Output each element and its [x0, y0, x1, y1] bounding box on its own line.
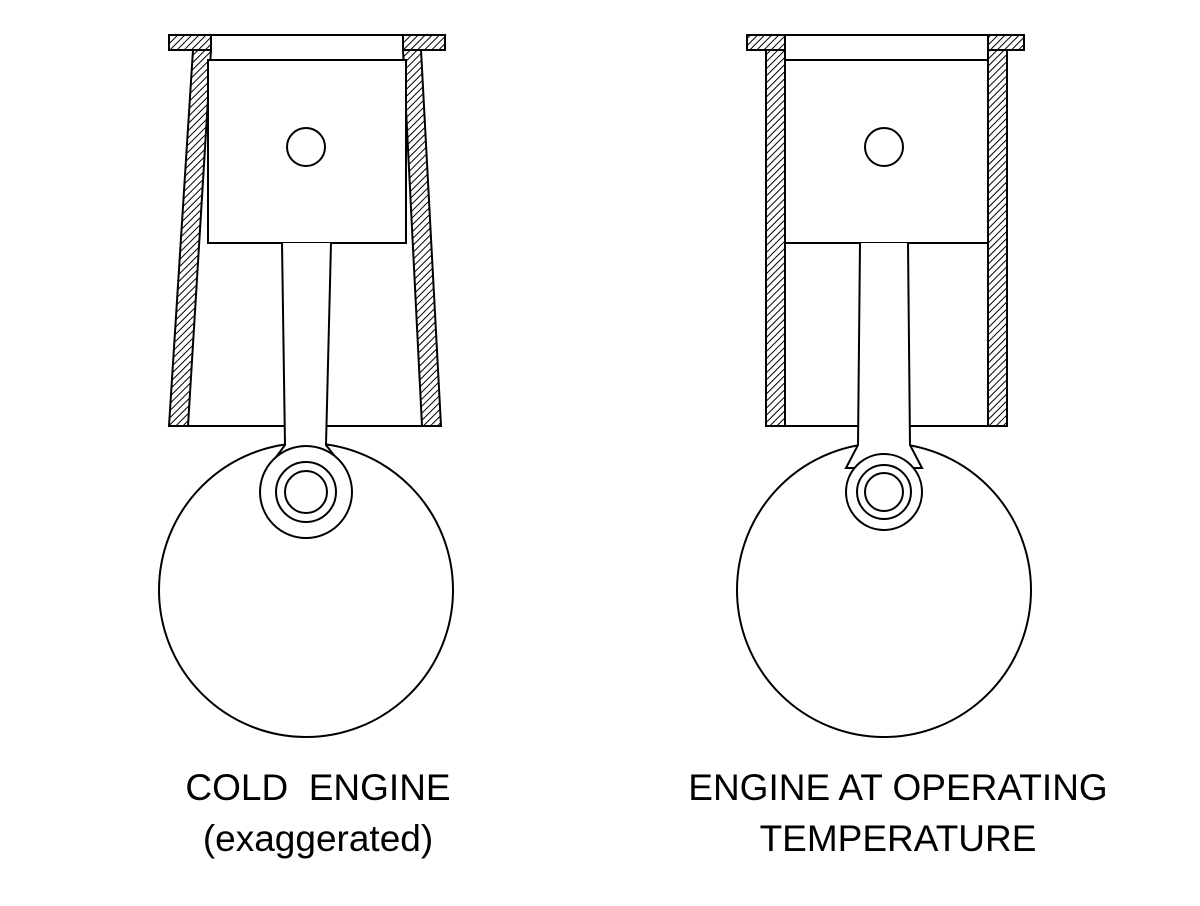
- hot-wrist-pin: [864, 127, 904, 167]
- cold-connecting-rod: [266, 242, 347, 469]
- hot-left-flange: [746, 34, 786, 51]
- hot-rod-crank-pin: [864, 472, 904, 512]
- cold-rod-crank-pin: [284, 470, 328, 514]
- hot-left-cylinder-wall: [765, 49, 786, 427]
- cold-wrist-pin: [286, 127, 326, 167]
- cold-right-cylinder-wall: [401, 49, 443, 427]
- hot-engine-panel: ENGINE AT OPERATING TEMPERATURE: [688, 34, 1108, 859]
- cold-left-cylinder-wall: [167, 49, 213, 427]
- cold-engine-panel: COLD ENGINE (exaggerated): [158, 34, 454, 859]
- cold-right-flange: [402, 34, 446, 51]
- cold-engine-caption-line1: COLD ENGINE: [185, 767, 450, 808]
- cold-engine-caption-line2: (exaggerated): [203, 818, 433, 859]
- hot-engine-caption-line1: ENGINE AT OPERATING: [688, 767, 1107, 808]
- cold-left-flange: [168, 34, 212, 51]
- hot-engine-caption-line2: TEMPERATURE: [760, 818, 1037, 859]
- hot-right-flange: [987, 34, 1025, 51]
- hot-connecting-rod: [844, 242, 924, 469]
- hot-right-cylinder-wall: [987, 49, 1008, 427]
